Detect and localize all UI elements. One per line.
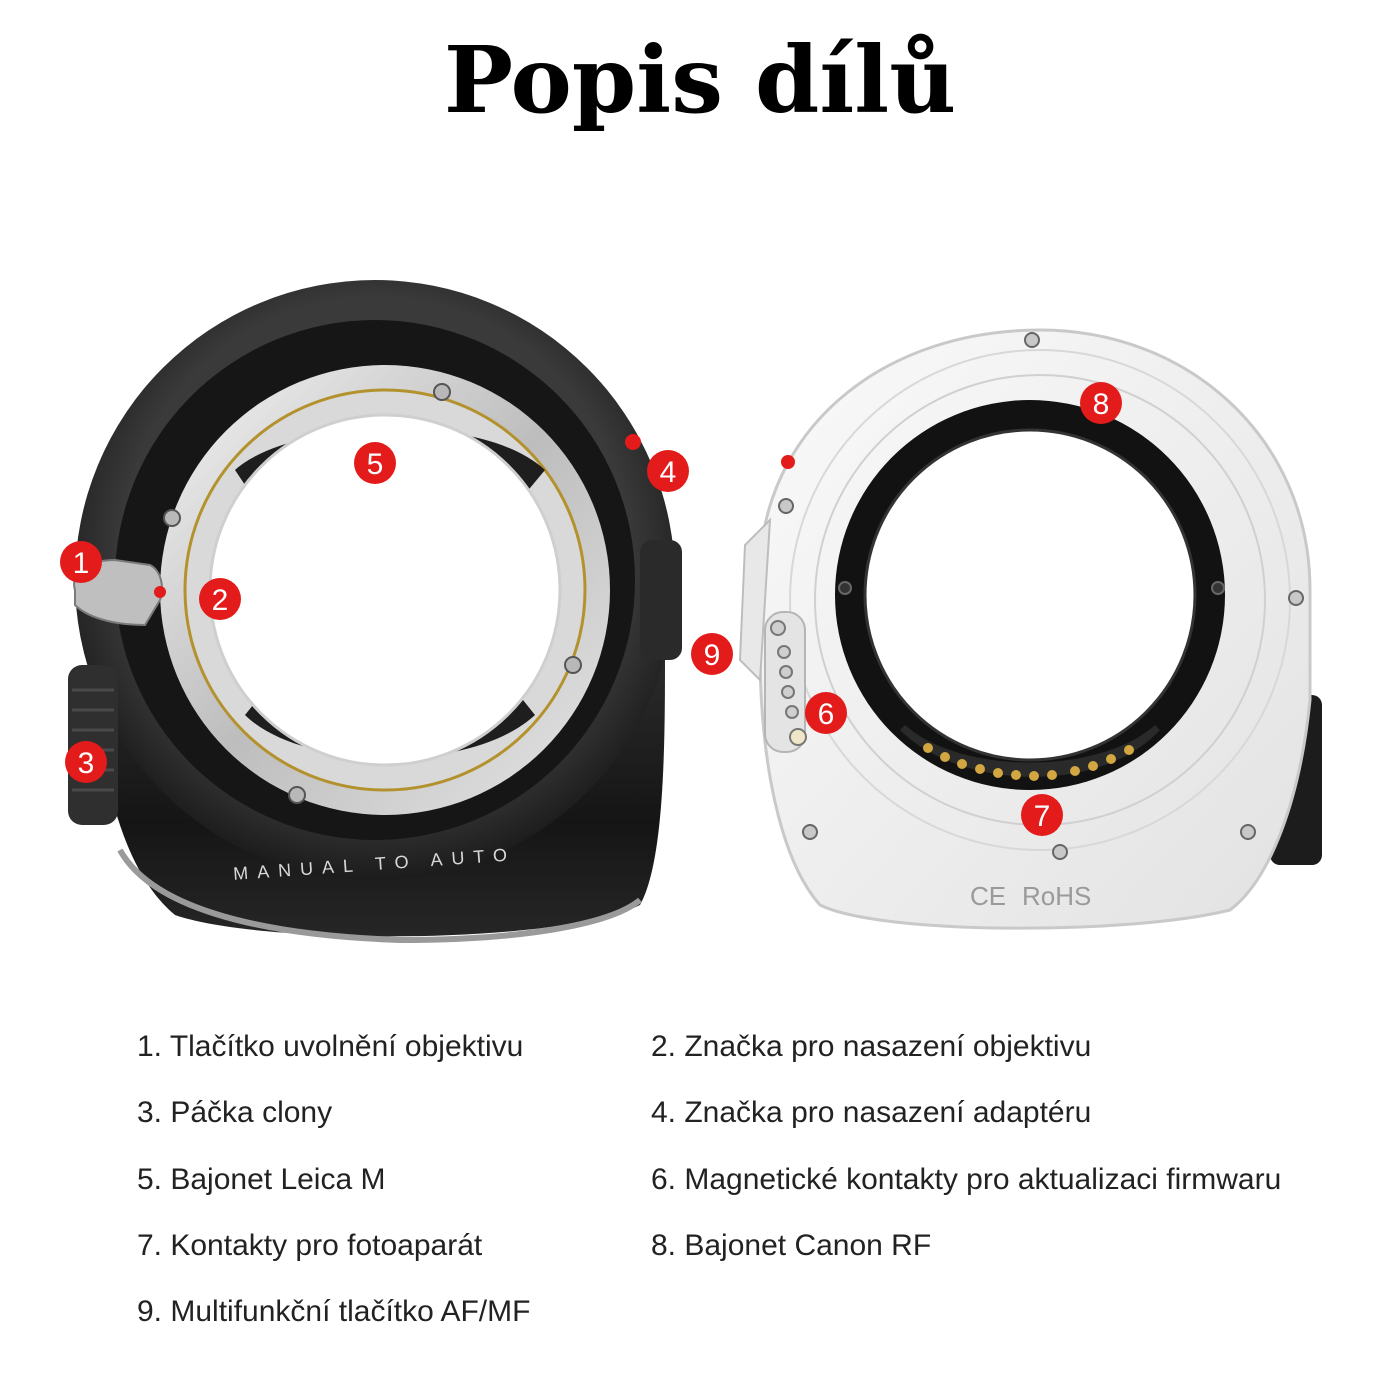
- page-title: Popis dílů: [443, 26, 957, 134]
- callout-3: 3: [65, 741, 107, 783]
- right-adapter-ledge: [738, 517, 772, 683]
- callout-4-number: 4: [660, 456, 677, 489]
- adapter-mount-index-dot: [625, 434, 641, 450]
- callout-2: 2: [199, 578, 241, 620]
- right-adapter-screws: [778, 332, 1304, 860]
- callout-2-number: 2: [212, 584, 229, 617]
- callout-1: 1: [60, 541, 102, 583]
- callout-4: 4: [647, 450, 689, 492]
- callout-7: 7: [1021, 794, 1063, 836]
- firmware-contact-pins: [770, 620, 807, 746]
- left-adapter-side-panel: [640, 540, 682, 660]
- legend-item-7: 7. Kontakty pro fotoaparát: [137, 1229, 483, 1262]
- callout-8-number: 8: [1093, 388, 1110, 421]
- right-adapter-side-dot: [781, 455, 795, 469]
- legend-item-5: 5. Bajonet Leica M: [137, 1163, 386, 1196]
- leica-m-adapter: MANUAL TO AUTO: [68, 280, 682, 944]
- legend-item-6: 6. Magnetické kontakty pro aktualizaci f…: [651, 1163, 1282, 1196]
- callout-3-number: 3: [78, 747, 95, 780]
- legend-item-4: 4. Značka pro nasazení adaptéru: [651, 1096, 1092, 1129]
- legend-item-3: 3. Páčka clony: [137, 1096, 333, 1129]
- callout-5: 5: [354, 442, 396, 484]
- callout-7-number: 7: [1034, 800, 1051, 833]
- left-adapter-silver-band: [117, 848, 642, 944]
- rohs-mark: RoHS: [1022, 881, 1091, 911]
- camera-contact-pins: [923, 743, 1134, 781]
- canon-rf-adapter: CE RoHS: [738, 328, 1322, 930]
- callout-6-number: 6: [818, 698, 835, 731]
- legend-item-8: 8. Bajonet Canon RF: [651, 1229, 932, 1262]
- left-adapter-screws: [163, 383, 582, 804]
- ce-mark: CE: [970, 881, 1006, 911]
- legend-item-1: 1. Tlačítko uvolnění objektivu: [137, 1030, 524, 1063]
- legend-item-2: 2. Značka pro nasazení objektivu: [651, 1030, 1092, 1063]
- lens-mount-index-dot: [154, 586, 166, 598]
- callout-1-number: 1: [73, 547, 90, 580]
- adapter-diagram: MANUAL TO AUTO: [60, 280, 1322, 944]
- callout-9-number: 9: [704, 639, 721, 672]
- canon-rf-inner-opening: [863, 428, 1197, 762]
- callout-8: 8: [1080, 382, 1122, 424]
- callout-5-number: 5: [367, 448, 384, 481]
- legend-item-9: 9. Multifunkční tlačítko AF/MF: [137, 1295, 531, 1328]
- callout-6: 6: [805, 692, 847, 734]
- callout-9: 9: [691, 633, 733, 675]
